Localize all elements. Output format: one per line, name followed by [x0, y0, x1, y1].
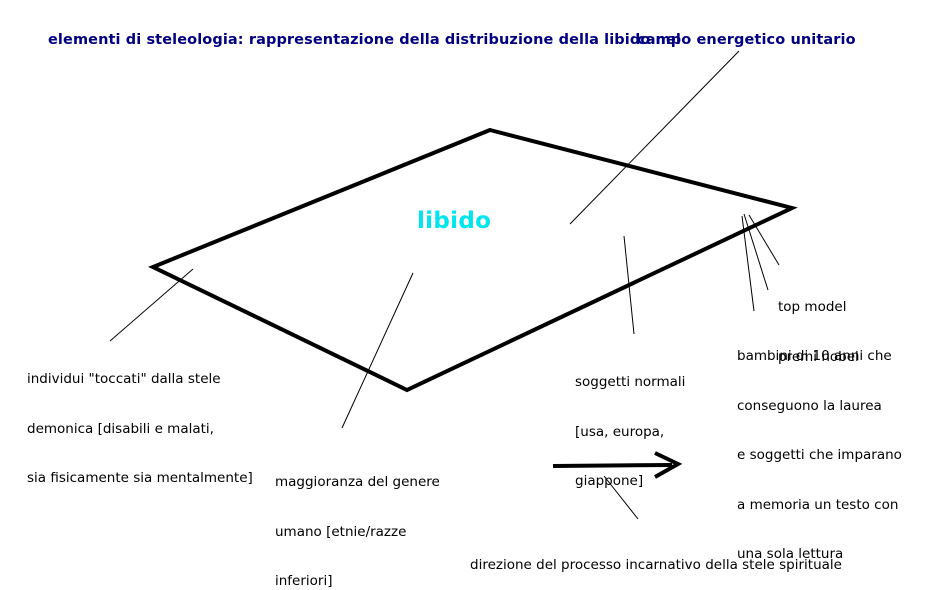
annotation-line: bambini di 10 anni che [737, 348, 892, 364]
annotation-line: individui "toccati" dalla stele [27, 371, 221, 387]
leader-line-top-model [748, 214, 780, 266]
annotation-line: a memoria un testo con [737, 496, 899, 513]
annotation-line: conseguono la laurea [737, 397, 882, 414]
leader-line-direzione [603, 475, 639, 520]
annotation-line: maggioranza del genere [275, 474, 440, 490]
annotation-line: giappone] [575, 473, 644, 489]
page-title: elementi di steleologia: rappresentazion… [48, 32, 681, 48]
annotation-line: umano [etnie/razze [275, 523, 407, 540]
leader-line-soggetti-normali [623, 235, 635, 335]
annotation-line: [usa, europa, [575, 423, 665, 440]
leader-line-title [569, 50, 740, 225]
annotation-line: una sola lettura [737, 546, 844, 562]
annotation-line: top model [778, 299, 847, 315]
process-direction-arrow [552, 451, 683, 479]
annotation-top-model: top model premi nobel [778, 266, 859, 398]
annotation-line: direzione del processo incarnativo della… [470, 557, 842, 573]
annotation-line: soggetti normali [575, 374, 686, 390]
annotation-direzione: direzione del processo incarnativo della… [470, 524, 842, 590]
annotation-bambini: bambini di 10 anni che conseguono la lau… [737, 315, 902, 590]
page-title-secondary: campo energetico unitario [637, 32, 856, 48]
leader-line-bambini [741, 215, 755, 312]
annotation-maggioranza: maggioranza del genere umano [etnie/razz… [275, 441, 440, 590]
leader-line-premi-nobel [743, 213, 769, 291]
libido-plane-shape [148, 127, 798, 393]
annotation-line: demonica [disabili e malati, [27, 420, 214, 437]
annotation-line: sia fisicamente sia mentalmente] [27, 470, 253, 486]
annotation-line: premi nobel [778, 348, 859, 365]
libido-label: libido [417, 208, 492, 234]
annotation-individui-toccati: individui "toccati" dalla stele demonica… [27, 338, 253, 520]
leader-line-maggioranza [341, 272, 414, 429]
leader-line-individui [109, 268, 194, 342]
annotation-line: e soggetti che imparano [737, 447, 902, 463]
annotation-line: inferiori] [275, 573, 333, 589]
annotation-soggetti-normali: soggetti normali [usa, europa, giappone] [575, 341, 685, 523]
